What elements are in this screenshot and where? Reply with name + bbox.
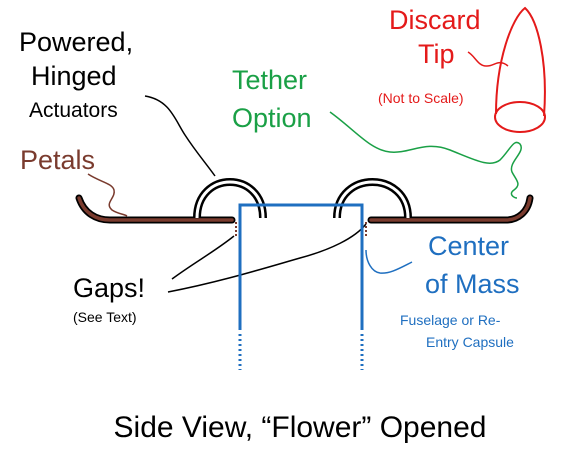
- petals-leader: [87, 173, 128, 217]
- center-of-mass-label-line1: Center: [428, 231, 509, 261]
- actuators-leader: [144, 95, 216, 177]
- not-to-scale-note: (Not to Scale): [378, 90, 464, 106]
- right-petal: [367, 194, 534, 224]
- fuselage-body: [238, 203, 364, 370]
- left-petal: [75, 194, 236, 224]
- center-of-mass-label-line2: of Mass: [425, 269, 520, 299]
- tether-option-label-line2: Option: [232, 103, 312, 133]
- right-hinged-actuator: [333, 178, 412, 219]
- discard-tip-label-line2: Tip: [418, 39, 455, 69]
- gaps-label: Gaps!: [73, 273, 145, 303]
- left-hinged-actuator: [193, 178, 267, 219]
- tether-line: [329, 111, 522, 199]
- discard-tip-cone: [494, 6, 546, 133]
- discard-tip-leader: [467, 51, 509, 67]
- tether-option-label-line1: Tether: [232, 65, 307, 95]
- fuselage-label-line2: Entry Capsule: [426, 334, 514, 350]
- see-text-note: (See Text): [73, 309, 137, 325]
- center-of-mass-leader: [365, 249, 413, 274]
- gaps-leader-right: [167, 223, 367, 293]
- powered-actuators-label-line2: Hinged: [31, 61, 117, 91]
- powered-actuators-label-line1: Powered,: [19, 27, 133, 57]
- gaps-leader-left: [171, 235, 235, 280]
- diagram-caption: Side View, “Flower” Opened: [114, 411, 487, 444]
- powered-actuators-label-line3: Actuators: [29, 99, 118, 122]
- discard-tip-label-line1: Discard: [389, 5, 481, 35]
- petals-label: Petals: [20, 145, 95, 175]
- fuselage-label-line1: Fuselage or Re-: [400, 312, 501, 328]
